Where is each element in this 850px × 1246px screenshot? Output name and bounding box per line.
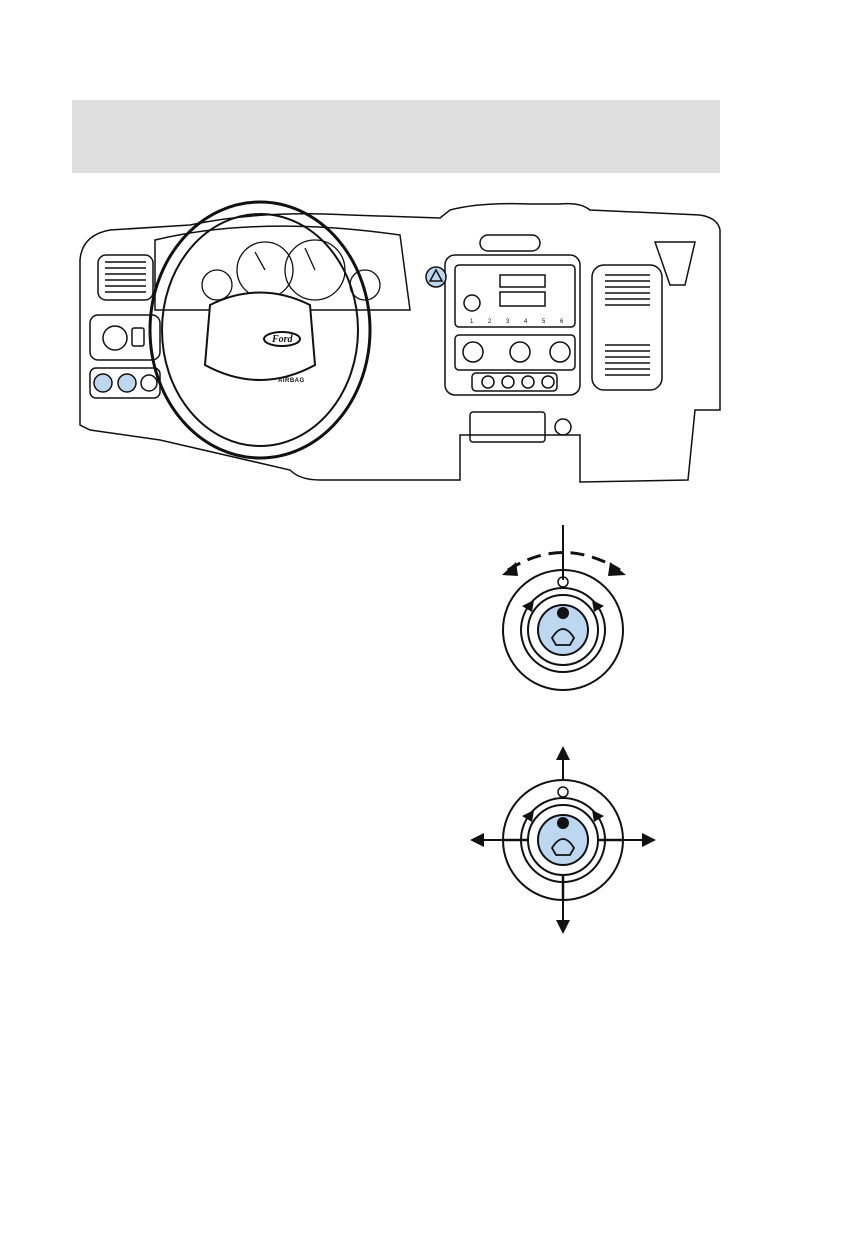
radio-preset-3: 3 [506, 319, 510, 325]
arrow-left [470, 833, 484, 847]
dashboard-illustration: Ford AIRBAG 1 2 3 4 5 6 [60, 190, 720, 490]
right-vent [592, 265, 662, 390]
arrow-down [556, 920, 570, 934]
steering-badge-text: Ford [271, 334, 294, 345]
arrow-right [642, 833, 656, 847]
lower-compartment [470, 412, 545, 442]
radio-presets: 1 2 3 4 5 6 [470, 319, 564, 325]
climate-panel [455, 335, 575, 370]
mirror-knob-adjust-diagram [460, 740, 660, 940]
mirror-knob-rotate-diagram [480, 520, 640, 700]
radio-preset-5: 5 [542, 319, 546, 325]
section-header-band [72, 100, 720, 173]
center-stack [445, 255, 580, 395]
radio-preset-6: 6 [560, 319, 564, 325]
arrow-right-head [608, 562, 626, 576]
headlamp-switch [103, 326, 127, 350]
radio-preset-4: 4 [524, 319, 528, 325]
radio-preset-1: 1 [470, 319, 474, 325]
ignition-knob-thumb [94, 374, 112, 392]
arrow-left-head [502, 562, 518, 576]
arrow-up [556, 746, 570, 760]
radio-preset-2: 2 [488, 319, 492, 325]
airbag-label: AIRBAG [278, 378, 305, 384]
